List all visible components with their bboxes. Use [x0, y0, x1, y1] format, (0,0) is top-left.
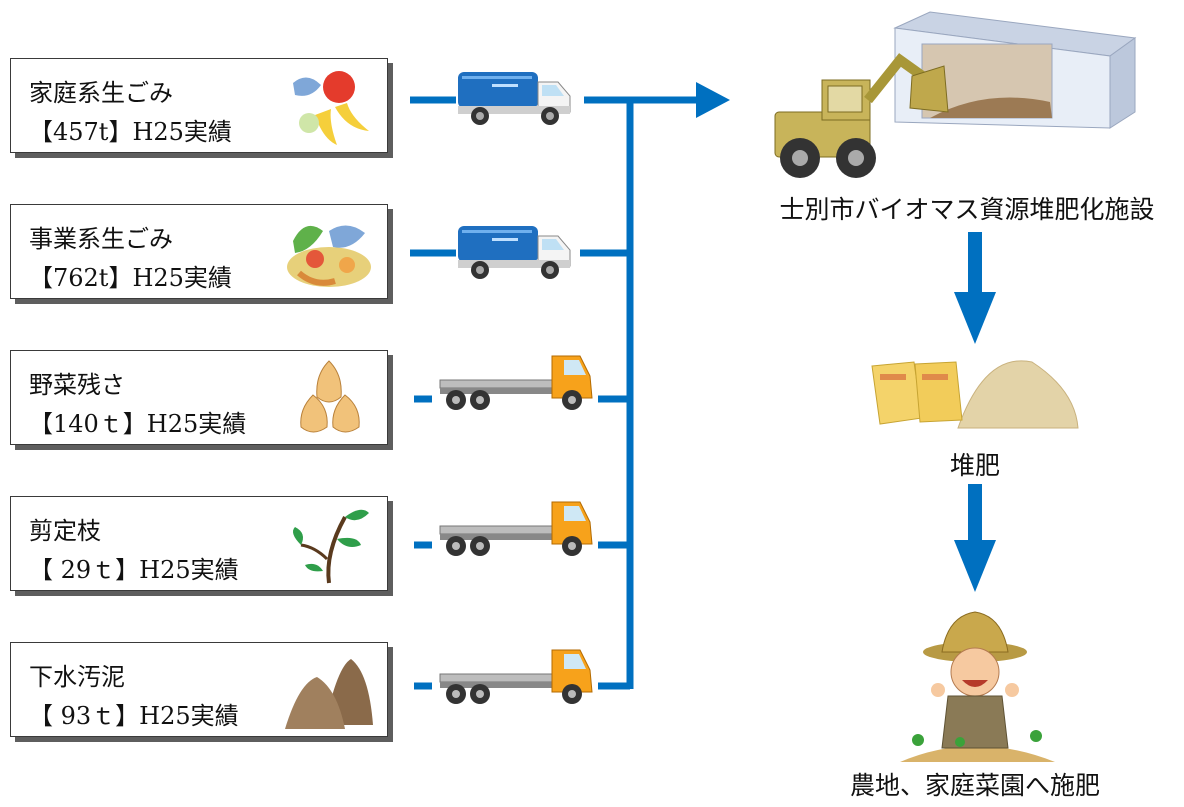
source-box-pruned-branches: 剪定枝 【 29ｔ】H25実績: [10, 496, 388, 591]
branch-icon: [293, 509, 369, 584]
down-arrow-2: [954, 484, 996, 592]
source-amount: 【140ｔ】H25実績: [29, 410, 247, 438]
onion-icon: [300, 360, 360, 433]
farmer-icon: [900, 611, 1055, 762]
source-name: 野菜残さ: [29, 371, 125, 399]
arrow-to-facility: [696, 82, 730, 118]
business-food-waste-icon: [287, 225, 371, 287]
composting-facility-loader-icon: [774, 11, 1137, 178]
source-name: 事業系生ごみ: [29, 225, 173, 253]
collection-lines: [410, 96, 700, 690]
flatbed-truck-2: [439, 501, 593, 557]
flatbed-truck-1: [439, 355, 593, 411]
source-box-vegetable-residue: 野菜残さ 【140ｔ】H25実績: [10, 350, 388, 445]
source-amount: 【 93ｔ】H25実績: [29, 702, 239, 730]
source-name: 家庭系生ごみ: [29, 79, 173, 107]
source-name: 下水汚泥: [29, 663, 125, 691]
destination-label: 農地、家庭菜園へ施肥: [849, 771, 1100, 800]
packer-truck-1: [457, 71, 571, 126]
source-name: 剪定枝: [29, 517, 101, 545]
compost-bags-icon: [871, 360, 1079, 429]
source-box-business: 事業系生ごみ 【762t】H25実績: [10, 204, 388, 299]
source-box-sewage-sludge: 下水汚泥 【 93ｔ】H25実績: [10, 642, 388, 737]
down-arrow-1: [954, 232, 996, 344]
source-amount: 【762t】H25実績: [29, 264, 232, 292]
source-amount: 【 29ｔ】H25実績: [29, 556, 239, 584]
compost-label: 堆肥: [949, 451, 1000, 480]
source-amount: 【457t】H25実績: [29, 118, 232, 146]
facility-label: 士別市バイオマス資源堆肥化施設: [779, 195, 1155, 224]
flatbed-truck-3: [439, 649, 593, 705]
packer-truck-2: [457, 225, 571, 280]
household-food-waste-icon: [293, 71, 369, 145]
source-box-household: 家庭系生ごみ 【457t】H25実績: [10, 58, 388, 153]
sludge-pile-icon: [285, 659, 373, 729]
